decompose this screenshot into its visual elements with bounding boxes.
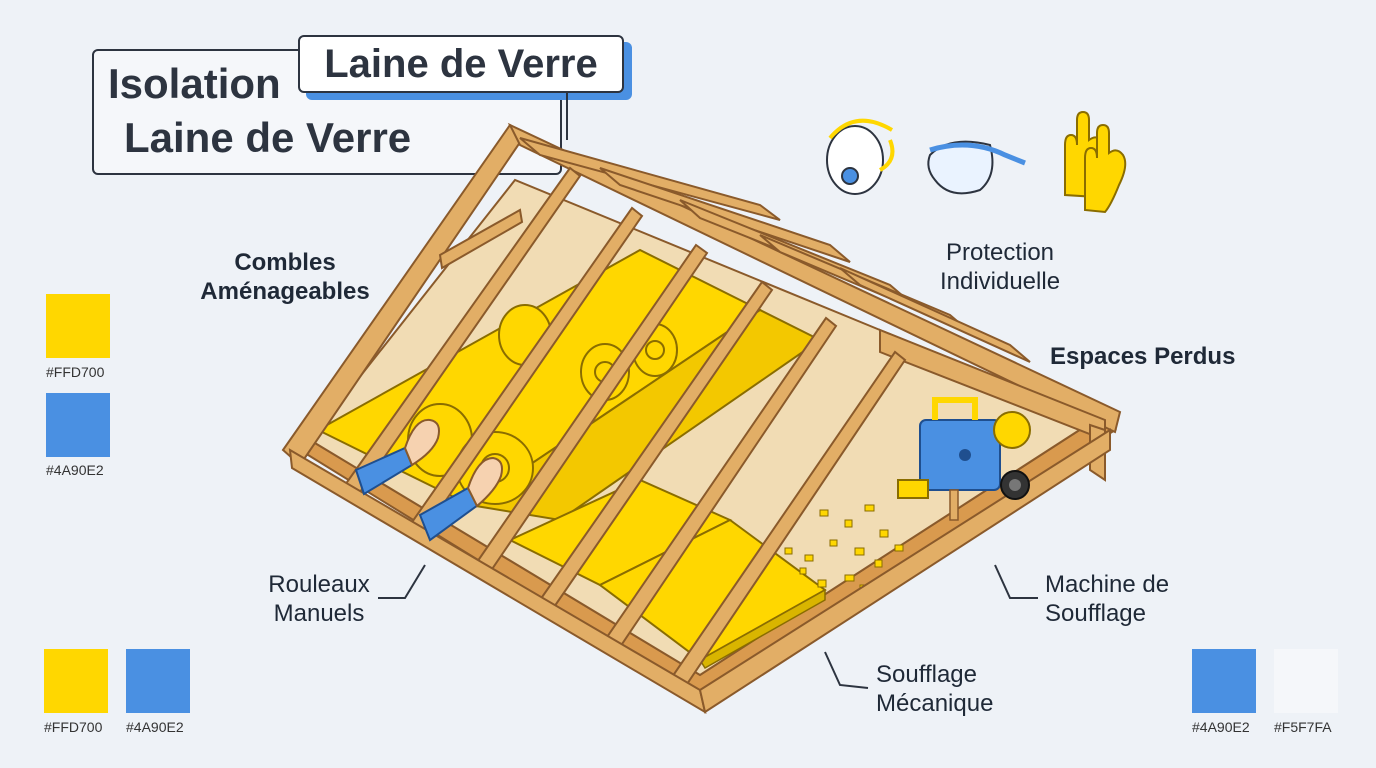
label-soufflage: Soufflage Mécanique (876, 661, 994, 717)
swatch-light-right (1274, 649, 1338, 713)
swatch-blue-right-label: #4A90E2 (1192, 719, 1250, 735)
work-gloves-icon (1064, 110, 1127, 214)
safety-glasses-icon (927, 140, 1026, 195)
swatch-blue (46, 393, 110, 457)
swatch-yellow-bottom-label: #FFD700 (44, 719, 103, 735)
title-line-2: Laine de Verre (124, 114, 412, 161)
swatch-light-right-label: #F5F7FA (1274, 719, 1332, 735)
title-line-1: Isolation (108, 60, 281, 107)
swatch-blue-right (1192, 649, 1256, 713)
label-machine: Machine de Soufflage (1045, 571, 1170, 627)
swatch-yellow (46, 294, 110, 358)
installer-hands (354, 418, 503, 542)
swatch-blue-label: #4A90E2 (46, 462, 104, 478)
label-combles: Combles Aménageables (200, 249, 370, 305)
label-espaces-perdus: Espaces Perdus (1050, 343, 1236, 370)
swatch-blue-bottom-label: #4A90E2 (126, 719, 184, 735)
label-rouleaux: Rouleaux Manuels (268, 571, 370, 627)
swatch-yellow-bottom (44, 649, 108, 713)
roof-frame (281, 122, 1122, 715)
blowing-machine-icon (897, 397, 1031, 521)
title-tag: Laine de Verre (298, 35, 624, 93)
swatch-yellow-label: #FFD700 (46, 364, 105, 380)
swatch-blue-bottom (126, 649, 190, 713)
label-protection: Protection Individuelle (939, 239, 1061, 295)
respirator-mask-icon (826, 118, 895, 195)
